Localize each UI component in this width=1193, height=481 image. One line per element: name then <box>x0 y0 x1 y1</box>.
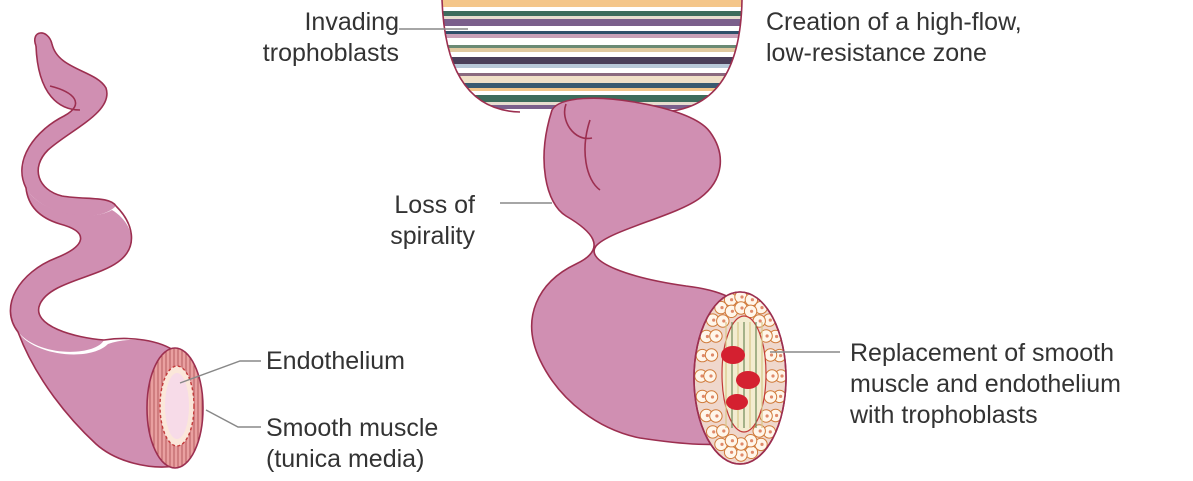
trophoblast-nucleus <box>700 374 703 377</box>
trophoblast-nucleus <box>712 319 715 322</box>
right-cross-section <box>694 291 787 464</box>
label-replacement: Replacement of smooth muscle and endothe… <box>850 338 1121 431</box>
trophoblast-nucleus <box>760 306 763 309</box>
trophoblast-nucleus <box>715 334 718 337</box>
trophoblast-stripe <box>440 0 745 7</box>
trophoblast-nucleus <box>770 395 773 398</box>
label-invading-line2: trophoblasts <box>263 39 399 67</box>
label-invading-line1: Invading <box>304 8 399 36</box>
trophoblast-nucleus <box>769 319 772 322</box>
trophoblast-nucleus <box>702 395 705 398</box>
trophoblast-nucleus <box>712 430 715 433</box>
trophoblast-stripe <box>440 52 745 57</box>
trophoblast-stripe <box>440 57 745 64</box>
trophoblast-stripe <box>440 11 745 16</box>
trophoblast-nucleus <box>740 306 743 309</box>
red-blood-cell-1 <box>721 346 745 364</box>
trophoblast-nucleus <box>775 335 778 338</box>
trophoblast-nucleus <box>766 414 769 417</box>
trophoblast-stripe <box>440 76 745 83</box>
trophoblast-nucleus <box>731 310 734 313</box>
label-creation-line1: Creation of a high-flow, <box>766 8 1022 36</box>
trophoblast-stripe <box>440 19 745 26</box>
remodelled-spiral-artery <box>440 0 787 464</box>
trophoblast-nucleus <box>706 414 709 417</box>
label-loss-line1: Loss of <box>394 191 475 219</box>
trophoblast-nucleus <box>731 439 734 442</box>
trophoblast-nucleus <box>771 374 774 377</box>
label-creation-line2: low-resistance zone <box>766 39 987 67</box>
trophoblast-stripe <box>440 26 745 31</box>
trophoblast-stripe <box>440 68 745 73</box>
trophoblast-stripe <box>440 16 745 19</box>
trophoblast-stripe <box>440 91 745 95</box>
trophoblast-nucleus <box>780 374 783 377</box>
label-replacement-line2: muscle and endothelium <box>850 370 1121 398</box>
trophoblast-nucleus <box>730 451 733 454</box>
trophoblast-stripe <box>440 34 745 38</box>
trophoblast-nucleus <box>750 439 753 442</box>
trophoblast-stripe <box>440 45 745 48</box>
trophoblast-nucleus <box>730 298 733 301</box>
trophoblast-nucleus <box>740 442 743 445</box>
trophoblast-nucleus <box>720 443 723 446</box>
trophoblast-stripe <box>440 48 745 52</box>
trophoblast-nucleus <box>715 414 718 417</box>
trophoblast-nucleus <box>766 334 769 337</box>
red-blood-cell-2 <box>736 371 760 389</box>
trophoblast-stripe <box>440 88 745 91</box>
trophoblast-stripe <box>440 7 745 11</box>
label-smooth-muscle: Smooth muscle (tunica media) <box>266 413 438 475</box>
trophoblast-stripe <box>440 83 745 88</box>
trophoblast-nucleus <box>779 395 782 398</box>
trophoblast-nucleus <box>759 319 762 322</box>
label-loss-line2: spirality <box>390 222 475 250</box>
trophoblast-nucleus <box>740 295 743 298</box>
normal-spiral-artery <box>10 33 203 472</box>
trophoblast-nucleus <box>722 429 725 432</box>
trophoblast-nucleus <box>706 335 709 338</box>
trophoblast-nucleus <box>740 453 743 456</box>
label-creation: Creation of a high-flow, low-resistance … <box>766 7 1022 69</box>
label-smooth-muscle-line1: Smooth muscle <box>266 414 438 442</box>
trophoblast-stripe <box>440 64 745 68</box>
trophoblast-nucleus <box>720 306 723 309</box>
trophoblast-nucleus <box>702 354 705 357</box>
trophoblast-nucleus <box>709 374 712 377</box>
trophoblast-nucleus <box>770 353 773 356</box>
trophoblast-nucleus <box>779 354 782 357</box>
label-smooth-muscle-line2: (tunica media) <box>266 445 424 473</box>
red-blood-cell-3 <box>726 394 748 410</box>
trophoblast-stripe <box>440 73 745 76</box>
trophoblast-stripe <box>440 38 745 45</box>
trophoblast-nucleus <box>750 310 753 313</box>
leader-smooth-muscle <box>206 410 261 427</box>
trophoblast-nucleus <box>722 319 725 322</box>
label-replacement-line3: with trophoblasts <box>850 401 1038 429</box>
label-loss-of-spirality: Loss of spirality <box>390 190 475 252</box>
label-endothelium: Endothelium <box>266 346 405 377</box>
label-replacement-line1: Replacement of smooth <box>850 339 1114 367</box>
label-invading: Invading trophoblasts <box>263 7 399 69</box>
trophoblast-nucleus <box>769 430 772 433</box>
trophoblast-nucleus <box>751 451 754 454</box>
left-lumen <box>165 373 189 439</box>
trophoblast-nucleus <box>711 395 714 398</box>
trophoblast-nucleus <box>711 353 714 356</box>
trophoblast-nucleus <box>751 298 754 301</box>
trophoblast-stripe <box>440 31 745 34</box>
trophoblast-nucleus <box>775 414 778 417</box>
trophoblast-nucleus <box>760 443 763 446</box>
trophoblast-nucleus <box>759 429 762 432</box>
